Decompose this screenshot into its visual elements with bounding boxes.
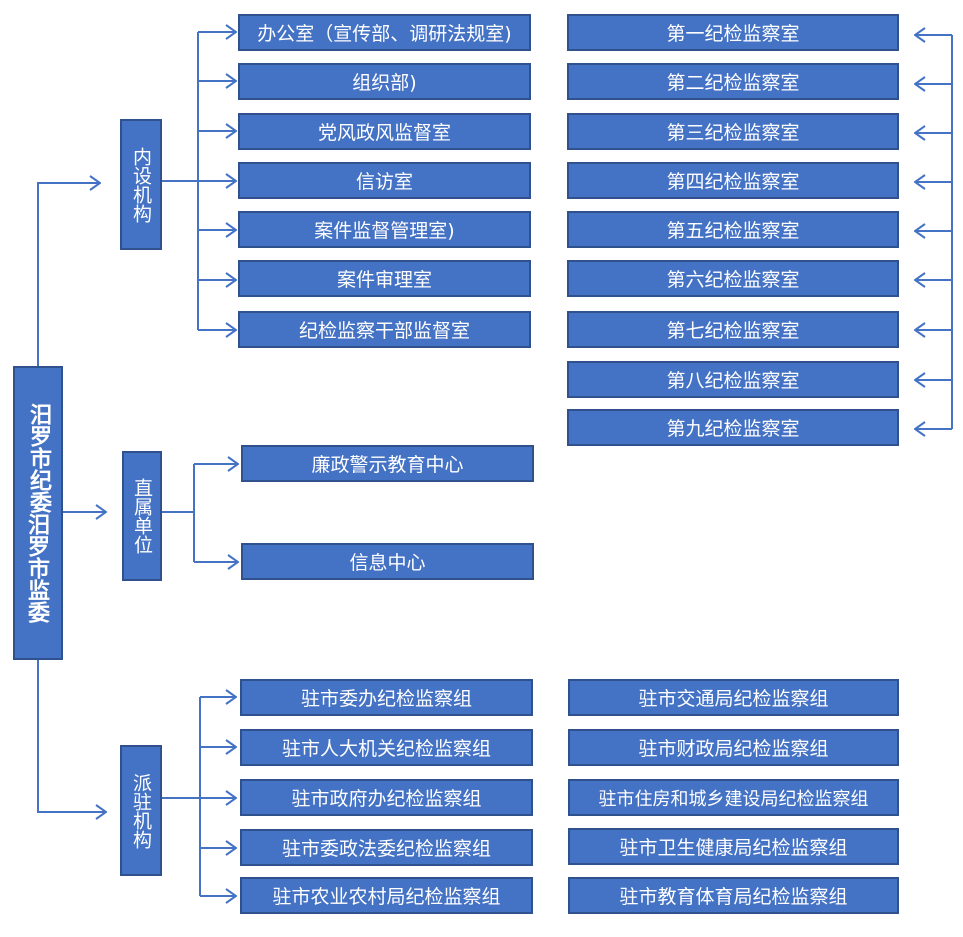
- supervision-room-1: 第一纪检监察室: [567, 14, 899, 51]
- stationed-group-committee-office: 驻市委办纪检监察组: [240, 679, 533, 716]
- internal-conduct: 党风政风监督室: [238, 113, 531, 150]
- stationed-group-political-legal: 驻市委政法委纪检监察组: [240, 829, 533, 866]
- stationed-group-housing: 驻市住房和城乡建设局纪检监察组: [568, 779, 899, 816]
- internal-case-trial: 案件审理室: [238, 260, 531, 297]
- internal-organization: 组织部): [238, 63, 531, 100]
- stationed-group-government-office: 驻市政府办纪检监察组: [240, 779, 533, 816]
- supervision-room-2: 第二纪检监察室: [567, 63, 899, 100]
- internal-office: 办公室（宣传部、调研法规室): [238, 14, 531, 51]
- direct-information-center: 信息中心: [241, 543, 534, 580]
- supervision-room-8: 第八纪检监察室: [567, 361, 899, 398]
- supervision-room-6: 第六纪检监察室: [567, 260, 899, 297]
- supervision-room-9: 第九纪检监察室: [567, 409, 899, 446]
- supervision-room-5: 第五纪检监察室: [567, 211, 899, 248]
- direct-education-center: 廉政警示教育中心: [241, 445, 534, 482]
- root-line-supervision: 汨罗市监委: [24, 513, 49, 623]
- internal-petition: 信访室: [238, 162, 531, 199]
- root-line-commission: 汨罗市纪委: [26, 403, 51, 513]
- internal-cadre-supervision: 纪检监察干部监督室: [238, 311, 531, 348]
- supervision-room-4: 第四纪检监察室: [567, 162, 899, 199]
- stationed-group-agriculture: 驻市农业农村局纪检监察组: [240, 877, 533, 914]
- root-node: 汨罗市纪委 汨罗市监委: [13, 366, 63, 660]
- branch-stationed: 派驻机构: [120, 745, 162, 876]
- supervision-room-3: 第三纪检监察室: [567, 113, 899, 150]
- stationed-group-peoples-congress: 驻市人大机关纪检监察组: [240, 729, 533, 766]
- stationed-group-education: 驻市教育体育局纪检监察组: [568, 877, 899, 914]
- supervision-room-7: 第七纪检监察室: [567, 311, 899, 348]
- stationed-group-health: 驻市卫生健康局纪检监察组: [568, 828, 899, 865]
- stationed-group-finance: 驻市财政局纪检监察组: [568, 729, 899, 766]
- branch-internal: 内设机构: [120, 119, 162, 250]
- stationed-group-transport: 驻市交通局纪检监察组: [568, 679, 899, 716]
- internal-case-management: 案件监督管理室): [238, 211, 531, 248]
- branch-direct: 直属单位: [122, 451, 162, 581]
